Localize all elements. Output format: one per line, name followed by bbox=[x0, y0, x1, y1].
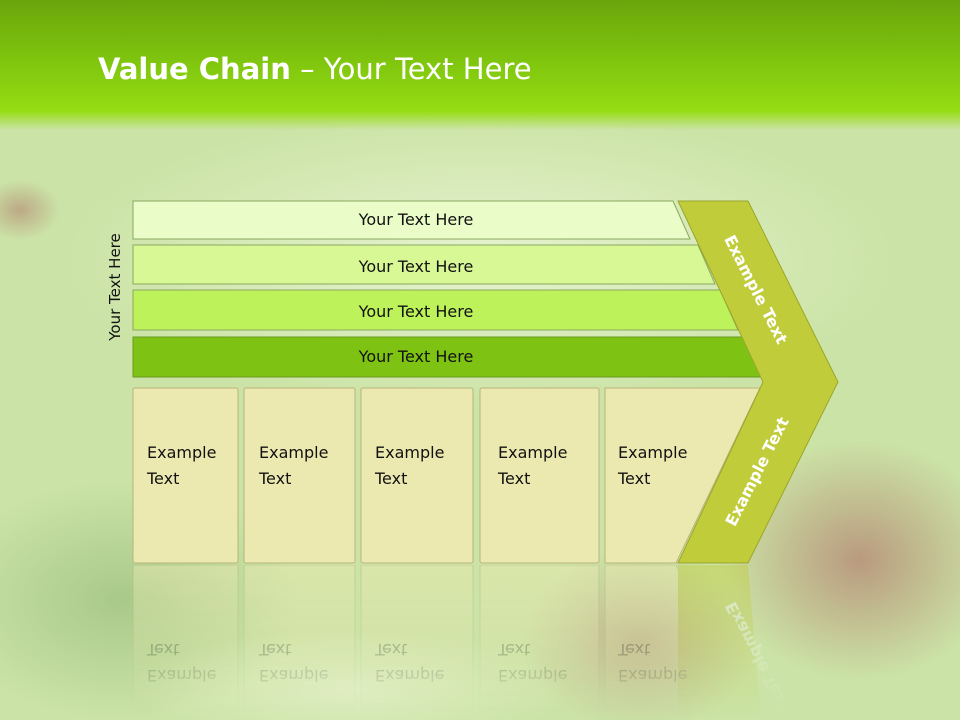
reflection-box-4-line1: Example bbox=[498, 666, 567, 685]
support-bar-4: Your Text Here bbox=[132, 336, 763, 378]
activity-box-4: Example Text bbox=[479, 387, 600, 564]
title-rest: – Your Text Here bbox=[290, 52, 532, 86]
slide-title: Value Chain – Your Text Here bbox=[98, 52, 532, 86]
reflection-box-5-line1: Example bbox=[618, 666, 687, 685]
activity-box-5-line2: Text bbox=[617, 469, 650, 488]
support-bar-2: Your Text Here bbox=[132, 244, 716, 285]
activity-box-4-line1: Example bbox=[498, 443, 567, 462]
reflection-box-1-line1: Example bbox=[147, 666, 216, 685]
activity-box-1-line2: Text bbox=[146, 469, 179, 488]
activity-box-2-line1: Example bbox=[259, 443, 328, 462]
reflection-box-1-line2: Text bbox=[146, 640, 179, 659]
activity-box-3-line2: Text bbox=[374, 469, 407, 488]
reflection-box-3-line2: Text bbox=[374, 640, 407, 659]
header-band bbox=[0, 0, 960, 130]
reflection-box-5-line2: Text bbox=[617, 640, 650, 659]
activity-box-4-line2: Text bbox=[497, 469, 530, 488]
support-bar-1: Your Text Here bbox=[132, 200, 691, 240]
activity-box-5-line1: Example bbox=[618, 443, 687, 462]
activity-box-2-line2: Text bbox=[258, 469, 291, 488]
support-bar-4-label: Your Text Here bbox=[358, 347, 474, 366]
reflection-box-2-line1: Example bbox=[259, 666, 328, 685]
support-bar-3: Your Text Here bbox=[132, 289, 739, 331]
activity-box-3-line1: Example bbox=[375, 443, 444, 462]
title-bold: Value Chain bbox=[98, 52, 291, 86]
diagram-reflection: Example Text Example Text Example Text E… bbox=[132, 564, 793, 720]
reflection-box-4-line2: Text bbox=[497, 640, 530, 659]
activity-box-5: Example Text bbox=[604, 387, 761, 564]
support-bar-1-label: Your Text Here bbox=[358, 210, 474, 229]
activity-box-1-line1: Example bbox=[147, 443, 216, 462]
support-bar-2-label: Your Text Here bbox=[358, 257, 474, 276]
reflection-box-2-line2: Text bbox=[258, 640, 291, 659]
reflection-box-3-line1: Example bbox=[375, 666, 444, 685]
activity-box-1: Example Text bbox=[132, 387, 239, 564]
activity-box-2: Example Text bbox=[243, 387, 356, 564]
support-bar-3-label: Your Text Here bbox=[358, 302, 474, 321]
activity-box-3: Example Text bbox=[360, 387, 474, 564]
